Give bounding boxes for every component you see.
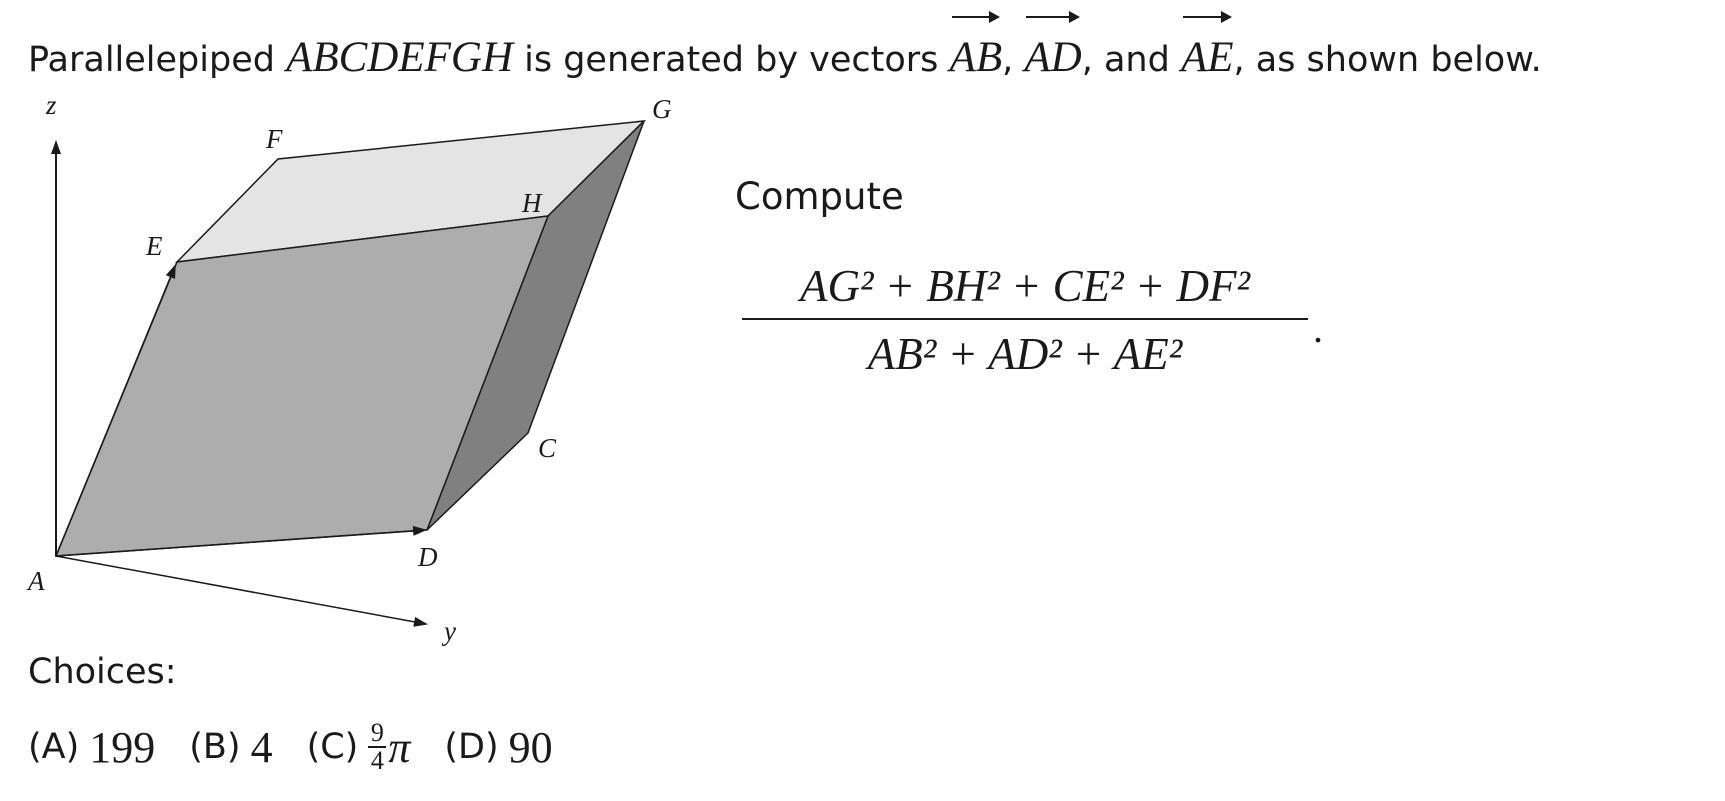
front-face xyxy=(54,215,550,557)
vector-ad: AD xyxy=(1024,11,1082,98)
y-axis xyxy=(55,555,428,627)
choices-label: Choices: xyxy=(28,652,177,692)
fraction-numerator: 9 xyxy=(370,718,384,747)
vertex-label-c: C xyxy=(538,433,557,463)
problem-statement: Parallelepiped ABCDEFGH is generated by … xyxy=(28,11,1542,100)
vertex-label-e: E xyxy=(145,231,163,261)
choice-value: 199 xyxy=(89,722,156,772)
statement-prefix: Parallelepiped xyxy=(28,40,287,80)
choice-a[interactable]: (A) 199 xyxy=(28,722,155,773)
ratio-expression: AG² + BH² + CE² + DF² AB² + AD² + AE² xyxy=(742,258,1308,382)
choice-tag: (A) xyxy=(28,727,80,767)
pi-symbol: π xyxy=(388,722,411,772)
vector-ae: AE xyxy=(1181,11,1234,98)
fraction-denominator: 4 xyxy=(370,746,384,775)
choice-tag: (B) xyxy=(189,727,241,767)
choice-d[interactable]: (D) 90 xyxy=(444,722,552,773)
fraction-bar xyxy=(742,318,1308,320)
vertex-label-f: F xyxy=(265,124,283,154)
vector-ad-arrow xyxy=(55,525,427,557)
choice-b[interactable]: (B) 4 xyxy=(189,722,272,773)
vertex-label-a: A xyxy=(26,566,45,596)
parallelepiped-name: ABCDEFGH xyxy=(286,34,513,81)
vertex-label-d: D xyxy=(417,542,438,572)
vector-ab: AB xyxy=(950,11,1002,98)
vector-ae-arrow xyxy=(55,264,176,557)
statement-suffix: , as shown below. xyxy=(1233,40,1542,80)
vertex-label-h: H xyxy=(521,188,543,218)
axis-label-z: z xyxy=(45,100,57,120)
choice-value: 90 xyxy=(508,722,553,772)
choice-tag: (D) xyxy=(444,727,499,767)
fraction-line xyxy=(368,746,387,748)
compute-label: Compute xyxy=(735,175,904,218)
choice-c[interactable]: (C) 9 4 π xyxy=(307,720,411,774)
statement-and: and xyxy=(1092,40,1181,80)
choice-value: 4 xyxy=(250,722,273,772)
parallelepiped-figure: z y A D C E F G H xyxy=(26,100,672,646)
expression-period: . xyxy=(1313,306,1323,351)
choice-tag: (C) xyxy=(306,727,359,767)
vertex-label-g: G xyxy=(652,100,672,124)
denominator: AB² + AD² + AE² xyxy=(867,329,1183,379)
axis-label-y: y xyxy=(441,616,456,646)
statement-middle: is generated by vectors xyxy=(513,40,950,80)
choice-fraction: 9 4 xyxy=(368,718,387,775)
numerator: AG² + BH² + CE² + DF² xyxy=(799,261,1251,311)
choices-list: (A) 199 (B) 4 (C) 9 4 π (D) 90 xyxy=(28,720,587,774)
